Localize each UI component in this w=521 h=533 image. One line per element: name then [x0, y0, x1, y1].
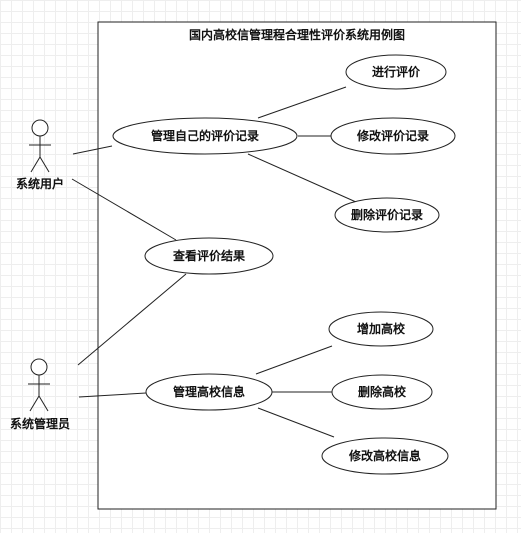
- use-case-add-school: 增加高校: [328, 311, 434, 347]
- use-case-label: 管理高校信息: [173, 384, 245, 399]
- system-title: 国内高校信管理程合理性评价系统用例图: [189, 27, 405, 42]
- actor-system-user: 系统用户: [16, 119, 64, 191]
- use-case-label: 删除高校: [358, 384, 407, 399]
- actor-system-admin: 系统管理员: [10, 358, 70, 431]
- edge-manage-records-delete: [247, 153, 357, 203]
- use-case-label: 修改高校信息: [348, 448, 421, 463]
- edge-user-view-results: [71, 178, 177, 241]
- use-case-label: 管理自己的评价记录: [151, 128, 259, 143]
- edge-manage-school-edit: [257, 407, 335, 438]
- use-case-manage-records: 管理自己的评价记录: [112, 117, 298, 155]
- use-case-label: 修改评价记录: [356, 128, 429, 143]
- actor-label-admin: 系统管理员: [10, 416, 70, 431]
- edge-user-manage-records: [72, 145, 113, 155]
- edge-admin-manage-school: [78, 392, 147, 398]
- use-case-delete-record: 删除评价记录: [334, 197, 440, 233]
- actor-label-user: 系统用户: [16, 176, 64, 191]
- use-case-label: 增加高校: [357, 321, 406, 336]
- use-case-edit-record: 修改评价记录: [330, 117, 456, 155]
- stick-figure-icon: [29, 119, 51, 173]
- use-case-view-results: 查看评价结果: [144, 237, 274, 275]
- stick-figure-icon: [28, 358, 50, 412]
- use-case-delete-school: 删除高校: [331, 374, 433, 410]
- use-case-label: 进行评价: [372, 64, 421, 79]
- use-case-edit-school: 修改高校信息: [321, 437, 449, 475]
- edge-manage-school-add: [255, 345, 333, 375]
- edge-manage-records-evaluate: [257, 86, 347, 119]
- edge-admin-view-results: [77, 273, 187, 366]
- use-case-label: 删除评价记录: [351, 207, 423, 222]
- use-case-evaluate: 进行评价: [345, 54, 447, 90]
- associations: [71, 86, 357, 438]
- use-case-manage-school: 管理高校信息: [145, 373, 273, 411]
- use-case-label: 查看评价结果: [172, 248, 245, 263]
